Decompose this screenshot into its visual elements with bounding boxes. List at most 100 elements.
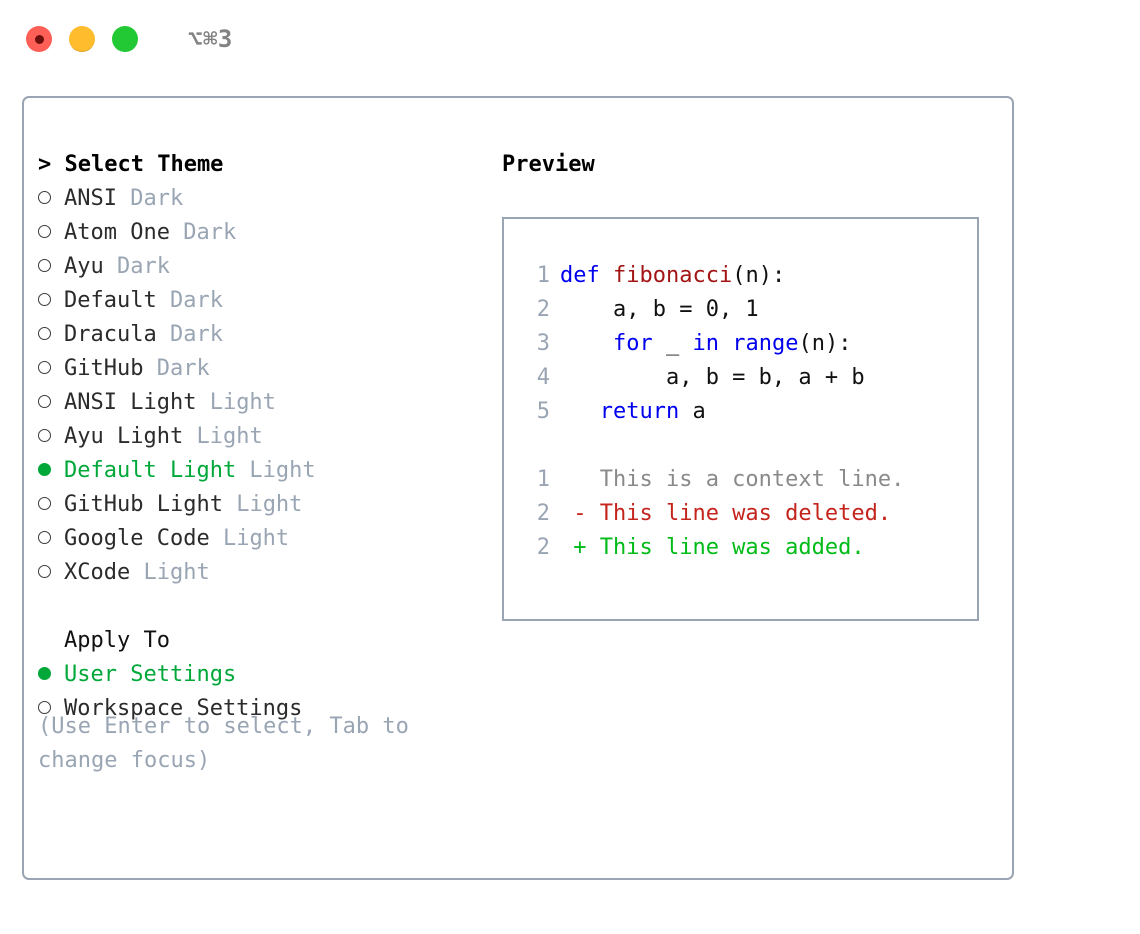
theme-item-2[interactable]: Ayu Dark xyxy=(38,250,498,284)
code-line-number: 3 xyxy=(536,331,550,356)
apply-to-header: Apply To xyxy=(64,628,170,653)
radio-unselected-icon xyxy=(38,692,64,726)
theme-item-label: XCode xyxy=(64,560,131,585)
theme-item-5[interactable]: GitHub Dark xyxy=(38,352,498,386)
theme-item-variant-tag: Light xyxy=(130,560,210,585)
theme-item-variant-tag: Light xyxy=(196,390,276,415)
radio-unselected-icon xyxy=(38,284,64,318)
code-line-0: 1 def fibonacci(n): xyxy=(522,259,977,293)
diff-line-number: 2 xyxy=(536,501,550,526)
code-token-plain: (n): xyxy=(732,263,786,288)
diff-line-number: 1 xyxy=(536,467,550,492)
code-token-plain xyxy=(560,331,613,356)
radio-unselected-icon xyxy=(38,352,64,386)
apply-to-option-0[interactable]: User Settings xyxy=(38,658,498,692)
code-diff-spacer xyxy=(522,429,977,463)
theme-item-label: ANSI xyxy=(64,186,117,211)
theme-item-label: Google Code xyxy=(64,526,210,551)
theme-item-variant-tag: Dark xyxy=(103,254,170,279)
diff-sample: 1 This is a context line.2 - This line w… xyxy=(522,463,977,565)
section-spacer xyxy=(38,590,498,624)
maximize-window-button[interactable] xyxy=(112,26,138,52)
apply-to-option-1[interactable]: Workspace Settings xyxy=(38,692,498,726)
radio-unselected-icon xyxy=(38,386,64,420)
radio-unselected-icon xyxy=(38,216,64,250)
radio-unselected-icon xyxy=(38,182,64,216)
code-token-kw: return xyxy=(599,399,680,424)
radio-unselected-icon xyxy=(38,556,64,590)
theme-item-10[interactable]: Google Code Light xyxy=(38,522,498,556)
code-token-plain: _ xyxy=(652,331,693,356)
theme-item-variant-tag: Dark xyxy=(169,220,237,245)
title-bar: ⌥⌘3 xyxy=(0,0,1140,78)
theme-item-7[interactable]: Ayu Light Light xyxy=(38,420,498,454)
code-line-number: 5 xyxy=(536,399,550,424)
code-line-3: 4 a, b = b, a + b xyxy=(522,361,977,395)
radio-unselected-icon xyxy=(38,488,64,522)
code-token-plain: a xyxy=(679,399,706,424)
theme-item-4[interactable]: Dracula Dark xyxy=(38,318,498,352)
code-line-4: 5 return a xyxy=(522,395,977,429)
code-line-number: 2 xyxy=(536,297,550,322)
theme-item-0[interactable]: ANSI Dark xyxy=(38,182,498,216)
code-line-number: 4 xyxy=(536,365,550,390)
diff-line-number: 2 xyxy=(536,535,550,560)
theme-item-label: Default xyxy=(64,288,157,313)
diff-line-2: 2 + This line was added. xyxy=(522,531,977,565)
close-icon xyxy=(34,34,44,44)
theme-item-variant-tag: Light xyxy=(222,492,303,517)
code-line-number: 1 xyxy=(536,263,550,288)
apply-to-option-label: Workspace Settings xyxy=(64,696,303,721)
keyboard-shortcut-label: ⌥⌘3 xyxy=(188,25,233,53)
code-token-plain: a, b = 0, 1 xyxy=(560,297,759,322)
theme-item-label: GitHub Light xyxy=(64,492,223,517)
theme-item-variant-tag: Dark xyxy=(156,322,223,347)
theme-item-11[interactable]: XCode Light xyxy=(38,556,498,590)
theme-item-variant-tag: Light xyxy=(209,526,290,551)
diff-line-text-context: This is a context line. xyxy=(560,467,905,492)
theme-list-header: > Select Theme xyxy=(38,152,224,177)
diff-line-text-del: - This line was deleted. xyxy=(560,501,892,526)
keyboard-hint-text: (Use Enter to select, Tab to change focu… xyxy=(38,714,423,773)
theme-item-variant-tag: Dark xyxy=(156,288,223,313)
code-token-plain xyxy=(719,331,732,356)
diff-line-text-add: + This line was added. xyxy=(560,535,865,560)
theme-item-label: Ayu xyxy=(64,254,104,279)
theme-item-8[interactable]: Default Light Light xyxy=(38,454,498,488)
radio-unselected-icon xyxy=(38,522,64,556)
code-line-1: 2 a, b = 0, 1 xyxy=(522,293,977,327)
theme-item-variant-tag: Dark xyxy=(143,356,210,381)
theme-item-9[interactable]: GitHub Light Light xyxy=(38,488,498,522)
theme-item-variant-tag: Light xyxy=(236,458,316,483)
radio-selected-icon xyxy=(38,454,64,488)
code-token-builtin: range xyxy=(732,331,799,356)
minimize-window-button[interactable] xyxy=(69,26,95,52)
theme-item-label: Atom One xyxy=(64,220,170,245)
theme-item-label: Dracula xyxy=(64,322,157,347)
theme-item-3[interactable]: Default Dark xyxy=(38,284,498,318)
code-token-kw: def xyxy=(560,263,613,288)
code-token-fn: fibonacci xyxy=(612,263,733,288)
code-token-kw: for xyxy=(612,331,653,356)
radio-selected-icon xyxy=(38,658,64,692)
diff-line-0: 1 This is a context line. xyxy=(522,463,977,497)
theme-item-1[interactable]: Atom One Dark xyxy=(38,216,498,250)
theme-item-label: Ayu Light xyxy=(64,424,184,449)
radio-unselected-icon xyxy=(38,318,64,352)
theme-item-6[interactable]: ANSI Light Light xyxy=(38,386,498,420)
theme-item-label: Default Light xyxy=(64,458,237,483)
preview-title: Preview xyxy=(502,152,595,177)
close-window-button[interactable] xyxy=(26,26,52,52)
theme-item-variant-tag: Light xyxy=(183,424,263,449)
theme-item-label: GitHub xyxy=(64,356,144,381)
code-token-kw: in xyxy=(692,331,719,356)
theme-item-label: ANSI Light xyxy=(64,390,197,415)
code-line-2: 3 for _ in range(n): xyxy=(522,327,977,361)
diff-line-1: 2 - This line was deleted. xyxy=(522,497,977,531)
